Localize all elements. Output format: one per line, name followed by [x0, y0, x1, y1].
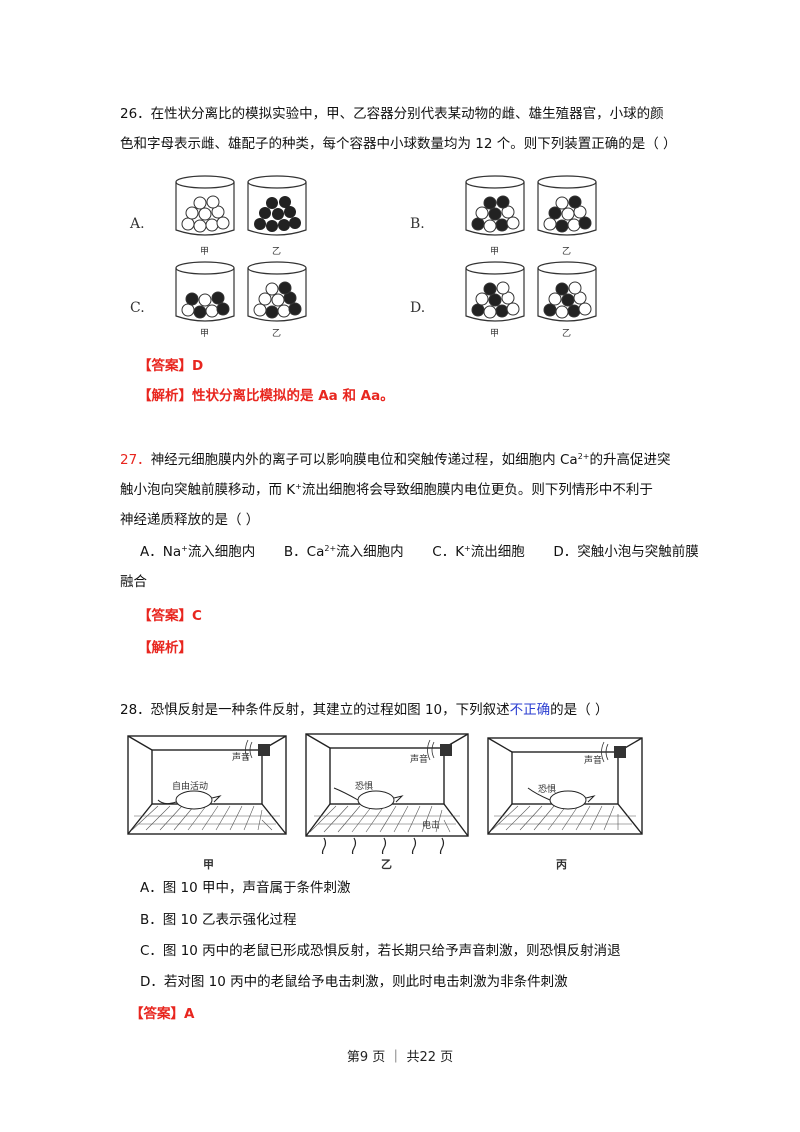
q26-figure-d — [460, 258, 610, 342]
q27-stem-line1: 27．神经元细胞膜内外的离子可以影响膜电位和突触传递过程，如细胞内 Ca2+的升… — [120, 450, 670, 470]
q26-jar-label-jia-b: 甲 — [490, 247, 500, 257]
q27-sup-2: + — [295, 482, 302, 491]
q26-option-a-label: A. — [130, 216, 145, 232]
q28-label-shock: 电击 — [422, 821, 441, 831]
q28-label-sound-1: 声音 — [232, 753, 251, 763]
page-footer: 第9 页 ｜ 共22 页 — [346, 1050, 454, 1065]
q27-stem-line2: 触小泡向突触前膜移动，而 K+流出细胞将会导致细胞膜内电位更负。则下列情形中不利… — [120, 480, 653, 500]
q26-option-c-label: C. — [130, 300, 145, 316]
q28-label-sound-3: 声音 — [584, 756, 603, 766]
q26-stem-line1: 26．在性状分离比的模拟实验中，甲、乙容器分别代表某动物的雌、雄生殖器官，小球的… — [120, 106, 664, 122]
q26-option-d-label: D. — [410, 300, 426, 316]
q26-answer: 【答案】D — [138, 356, 203, 376]
q27-options-row: A．Na+流入细胞内 B．Ca2+流入细胞内 C．K+流出细胞 D．突触小泡与突… — [140, 542, 699, 562]
mouse-icon — [157, 787, 404, 810]
q26-jar-label-jia-d: 甲 — [490, 329, 500, 339]
q28-stem-text-b: 的是（ ） — [550, 702, 609, 718]
q28-option-d: D．若对图 10 丙中的老鼠给予电击刺激，则此时电击刺激为非条件刺激 — [140, 974, 568, 990]
q28-option-b: B．图 10 乙表示强化过程 — [140, 912, 297, 928]
answer-tag: 【答案】 — [138, 608, 192, 624]
q26-jar-label-jia-c: 甲 — [200, 329, 210, 339]
q27-stem-text-1a: 神经元细胞膜内外的离子可以影响膜电位和突触传递过程，如细胞内 Ca — [150, 452, 578, 468]
q28-label-free: 自由活动 — [172, 782, 209, 792]
q28-stem: 28．恐惧反射是一种条件反射，其建立的过程如图 10，下列叙述不正确的是（ ） — [120, 700, 608, 720]
answer-value: D — [192, 358, 204, 374]
q26-jar-label-jia: 甲 — [200, 247, 210, 257]
q26-jar-label-yi: 乙 — [272, 247, 282, 257]
q28-option-c: C．图 10 丙中的老鼠已形成恐惧反射，若长期只给予声音刺激，则恐惧反射消退 — [140, 943, 621, 959]
speaker-icon — [258, 744, 452, 756]
answer-value: C — [192, 608, 202, 624]
q27-sup-1: 2+ — [577, 452, 590, 461]
q27-analysis: 【解析】 — [138, 638, 192, 658]
q26-jar-label-yi-c: 乙 — [272, 329, 282, 339]
q26-option-b-label: B. — [410, 216, 425, 232]
q28-caption-jia: 甲 — [203, 858, 214, 871]
q26-jar-label-yi-d: 乙 — [562, 329, 572, 339]
q26-jar-label-yi-b: 乙 — [562, 247, 572, 257]
q27-answer: 【答案】C — [138, 606, 202, 626]
q27-option-a: A．Na+流入细胞内 — [140, 544, 256, 560]
q28-figure-panel-3 — [484, 734, 646, 838]
q28-stem-emphasis: 不正确 — [509, 702, 551, 718]
q26-analysis: 【解析】性状分离比模拟的是 Aa 和 Aa。 — [138, 386, 394, 406]
q28-option-a: A．图 10 甲中，声音属于条件刺激 — [140, 880, 351, 896]
q27-stem-text-1b: 的升高促进突 — [589, 452, 671, 468]
q27-stem-line3: 神经递质释放的是（ ） — [120, 512, 260, 528]
analysis-tag: 【解析】 — [138, 640, 192, 656]
q28-figure-10 — [124, 730, 470, 854]
q27-number: 27． — [120, 452, 151, 468]
analysis-text: 性状分离比模拟的是 Aa 和 Aa。 — [192, 388, 394, 404]
q27-option-d: D．突触小泡与突触前膜 — [553, 544, 699, 560]
q28-label-sound-2: 声音 — [410, 755, 429, 765]
q27-option-d-cont: 融合 — [120, 574, 147, 590]
q26-stem-line2: 色和字母表示雌、雄配子的种类，每个容器中小球数量均为 12 个。则下列装置正确的… — [120, 136, 677, 152]
q28-caption-yi: 乙 — [381, 858, 392, 871]
q28-label-fear-2: 恐惧 — [355, 782, 374, 792]
answer-tag: 【答案】 — [138, 358, 192, 374]
q27-option-b: B．Ca2+流入细胞内 — [283, 544, 404, 560]
q28-stem-text-a: 28．恐惧反射是一种条件反射，其建立的过程如图 10，下列叙述 — [120, 702, 510, 718]
q27-stem-text-2a: 触小泡向突触前膜移动，而 K — [120, 482, 296, 498]
q26-figure-b — [460, 172, 610, 256]
answer-value: A — [184, 1006, 195, 1022]
q26-figure-c — [170, 258, 320, 342]
jar-icon — [175, 175, 307, 236]
q26-figure-a — [170, 172, 320, 256]
q28-label-fear-3: 恐惧 — [538, 785, 557, 795]
q27-option-c: C．K+流出细胞 — [432, 544, 525, 560]
answer-tag: 【答案】 — [130, 1006, 184, 1022]
q28-answer: 【答案】A — [130, 1004, 194, 1024]
analysis-tag: 【解析】 — [138, 388, 192, 404]
q27-stem-text-2b: 流出细胞将会导致细胞膜内电位更负。则下列情形中不利于 — [301, 482, 653, 498]
q28-caption-bing: 丙 — [556, 858, 567, 871]
